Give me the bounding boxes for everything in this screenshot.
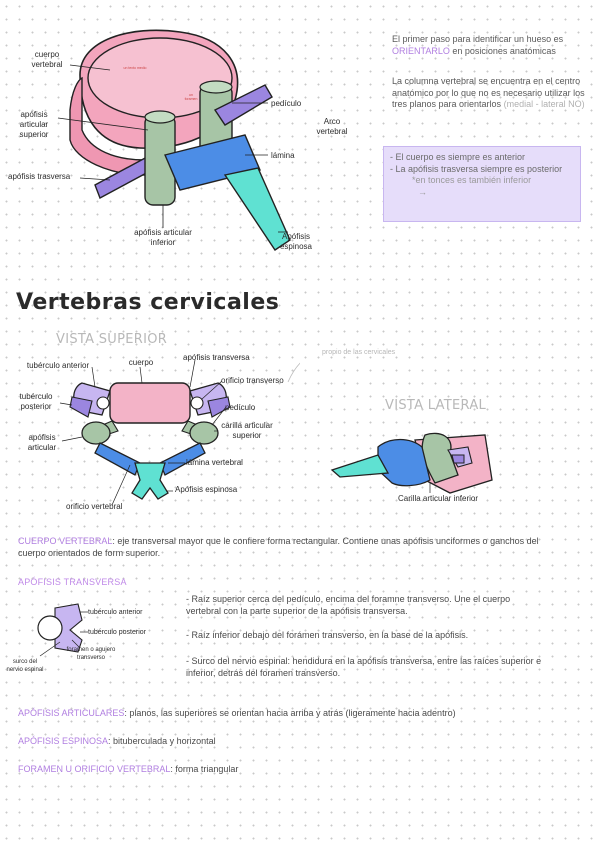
label-tuberculo-anterior: tubérculo anterior	[26, 361, 90, 370]
label-tuberculo-posterior-small: tubérculo posterior	[88, 629, 146, 636]
apofisis-articulares-section: APÓFISIS ARTICULARES: planos, las superi…	[18, 708, 456, 718]
label-orificio-vertebral: orificio vertebral	[66, 502, 123, 511]
label-orificio-transverso: orificio transverso	[221, 376, 284, 385]
page-title: Vertebras cervicales	[16, 290, 280, 315]
highlight-note-box	[383, 146, 581, 222]
cervical-superior-view	[59, 359, 300, 506]
cuerpo-vertebral-section: CUERPO VERTEBRAL: eje transversal mayor …	[18, 536, 539, 558]
vista-lateral-heading: VISTA LATERAL	[385, 398, 487, 413]
label-apofisis-trasversa: apófisis trasversa	[8, 172, 71, 181]
transversa-bullet-3: - Surco del nervio espinal: hendidura en…	[186, 656, 542, 678]
note-propio-cervicales: propio de las cervicales	[322, 349, 396, 356]
lumbar-vertebra-diagram	[57, 29, 291, 251]
tiny-label-2: un foramen	[184, 93, 198, 101]
label-foramen-transverso: foramen o agujero transverso	[66, 647, 116, 661]
cervical-lateral-view	[330, 432, 493, 494]
foramen-vertebral-section: FORAMEN U ORIFICIO VERTEBRAL: forma tria…	[18, 764, 239, 774]
label-apofisis-transversa: apófisis transversa	[183, 353, 250, 362]
label-arco-vertebral: Arco vertebral	[316, 117, 348, 136]
label-apofisis-articular-inferior: apófisis articular inferior	[134, 228, 192, 247]
label-apofisis-articular-superior: apófisis articular superior	[19, 110, 49, 139]
label-pediculo: pedículo	[271, 99, 302, 108]
label-apofisis-espinosa: Apófisis espinosa	[279, 232, 313, 251]
label-cuerpo: cuerpo	[128, 358, 154, 367]
label-apofisis-espinosa-cervical: Apófisis espinosa	[175, 485, 238, 494]
label-surco-nervio-espinal: surco del nervio espinal	[6, 659, 44, 673]
label-pediculo-cervical: pedículo	[225, 403, 256, 412]
intro-paragraph-2: La columna vertebral se encuentra en el …	[392, 76, 585, 109]
intro-paragraph-1: El primer paso para identificar un hueso…	[392, 34, 564, 56]
label-apofisis-articular: apófisis articular	[27, 433, 57, 452]
label-tuberculo-posterior: tubérculo posterior	[19, 392, 53, 411]
label-tuberculo-anterior-small: tubérculo anterior	[88, 609, 143, 616]
transversa-bullet-1: - Raíz superior cerca del pedículo, enci…	[186, 594, 511, 616]
transversa-bullet-2: - Raíz inferior debajo del forámen trans…	[186, 630, 469, 640]
label-cuerpo-vertebral: cuerpo vertebral	[31, 50, 63, 69]
transverse-process-diagram	[37, 603, 88, 657]
label-lamina-vertebral: lámina vertebral	[186, 458, 243, 467]
tiny-label-1: un texto medio	[123, 66, 147, 70]
apofisis-transversa-heading: APÓFISIS TRANSVERSA	[18, 577, 127, 587]
vista-superior-heading: VISTA SUPERIOR	[56, 332, 168, 347]
label-carilla-articular-inferior: Carilla articular inferior	[398, 494, 479, 503]
apofisis-espinosa-section: APÓFISIS ESPINOSA: bituberculada y horiz…	[18, 736, 216, 746]
highlight-note-text: - El cuerpo es siempre es anterior - La …	[390, 152, 563, 197]
label-lamina: lámina	[271, 151, 295, 160]
label-carilla-articular-superior: carilla articular superior	[221, 421, 273, 440]
